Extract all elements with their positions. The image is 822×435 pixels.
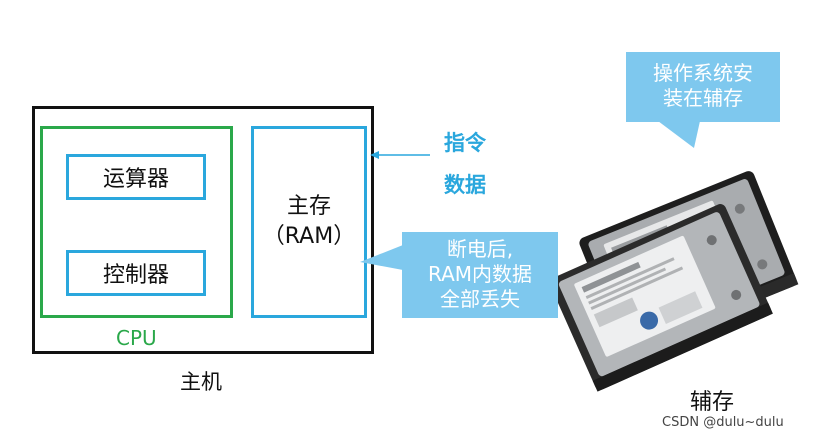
os-callout-line-2: 装在辅存 — [663, 86, 743, 110]
os-callout-line-1: 操作系统安 — [653, 61, 753, 85]
watermark: CSDN @dulu~dulu — [662, 415, 784, 430]
power-callout-line-3: 全部丢失 — [440, 287, 520, 311]
cpu-label: CPU — [116, 326, 157, 350]
control-unit-label: 控制器 — [102, 263, 169, 288]
ram-label: （RAM） — [262, 224, 356, 249]
power-callout-pointer — [360, 245, 403, 270]
power-callout-line-1: 断电后, — [446, 237, 514, 261]
data-label: 数据 — [444, 173, 486, 197]
instruction-arrow — [370, 151, 430, 159]
control-unit-box: 控制器 — [66, 250, 206, 296]
main-memory-label: 主存 — [286, 194, 331, 219]
power-loss-callout: 断电后, RAM内数据 全部丢失 — [402, 232, 558, 318]
cpu-box — [40, 126, 233, 318]
secondary-storage-label: 辅存 — [690, 390, 735, 415]
power-callout-line-2: RAM内数据 — [427, 262, 533, 286]
host-box — [32, 106, 374, 354]
os-callout-pointer — [658, 121, 700, 148]
alu-label: 运算器 — [102, 167, 169, 192]
alu-box: 运算器 — [66, 154, 206, 200]
instruction-label: 指令 — [444, 131, 486, 155]
os-storage-callout: 操作系统安 装在辅存 — [626, 52, 780, 122]
hard-disk-drives-image — [549, 171, 799, 392]
host-label: 主机 — [180, 370, 222, 394]
main-memory-box: 主存 （RAM） — [251, 126, 367, 318]
